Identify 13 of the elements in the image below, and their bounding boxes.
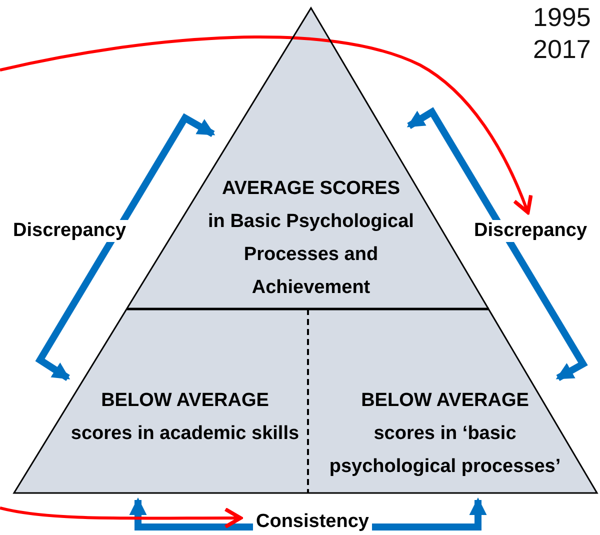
section-heading: BELOW AVERAGE [360, 389, 530, 413]
double-arrow [406, 107, 588, 382]
double-arrow [35, 113, 216, 381]
section-text: in Basic Psychological Processes and Achievement [207, 210, 415, 300]
section-heading: AVERAGE SCORES [220, 177, 402, 201]
year-label: 2017 [533, 34, 591, 64]
triangle-section [14, 309, 308, 493]
section-text: scores in academic skills [70, 422, 300, 446]
section-heading: BELOW AVERAGE [100, 389, 270, 413]
year-label: 1995 [533, 2, 591, 32]
edge-label: Consistency [253, 511, 372, 533]
triangle-section [308, 309, 597, 493]
section-text: scores in ‘basic psychological processes’ [328, 422, 562, 479]
